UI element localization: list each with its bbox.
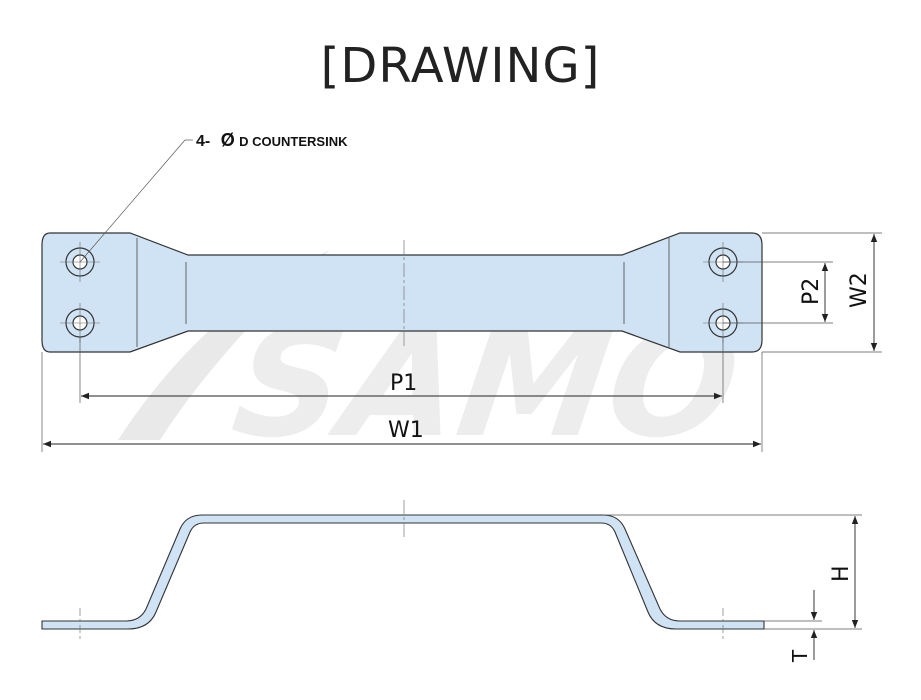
dimension-p2: P2 bbox=[723, 261, 833, 324]
p1-label: P1 bbox=[390, 371, 417, 396]
handle-outline bbox=[41, 232, 763, 353]
dimension-p1: P1 bbox=[79, 337, 724, 403]
p2-label: P2 bbox=[799, 278, 824, 305]
countersink-hole-bottom-left bbox=[60, 303, 100, 343]
dimension-w2: W2 bbox=[762, 232, 882, 353]
svg-text:4- Ø D COUNTERSINK: 4- Ø D COUNTERSINK bbox=[196, 130, 348, 150]
t-label: T bbox=[788, 649, 812, 663]
callout-text: D COUNTERSINK bbox=[239, 134, 348, 149]
diameter-symbol: Ø bbox=[221, 130, 235, 150]
w1-label: W1 bbox=[388, 418, 424, 443]
side-profile bbox=[41, 514, 765, 630]
drawing-title: [DRAWING] bbox=[320, 38, 601, 94]
side-view-part bbox=[41, 500, 765, 640]
h-label: H bbox=[829, 565, 854, 582]
w2-label: W2 bbox=[847, 272, 872, 308]
dimension-h: H bbox=[603, 514, 862, 630]
hole-callout: 4- Ø D COUNTERSINK bbox=[79, 130, 348, 263]
callout-count: 4- bbox=[196, 133, 210, 150]
dimension-w1: W1 bbox=[41, 352, 763, 452]
dimension-t: T bbox=[764, 590, 822, 663]
